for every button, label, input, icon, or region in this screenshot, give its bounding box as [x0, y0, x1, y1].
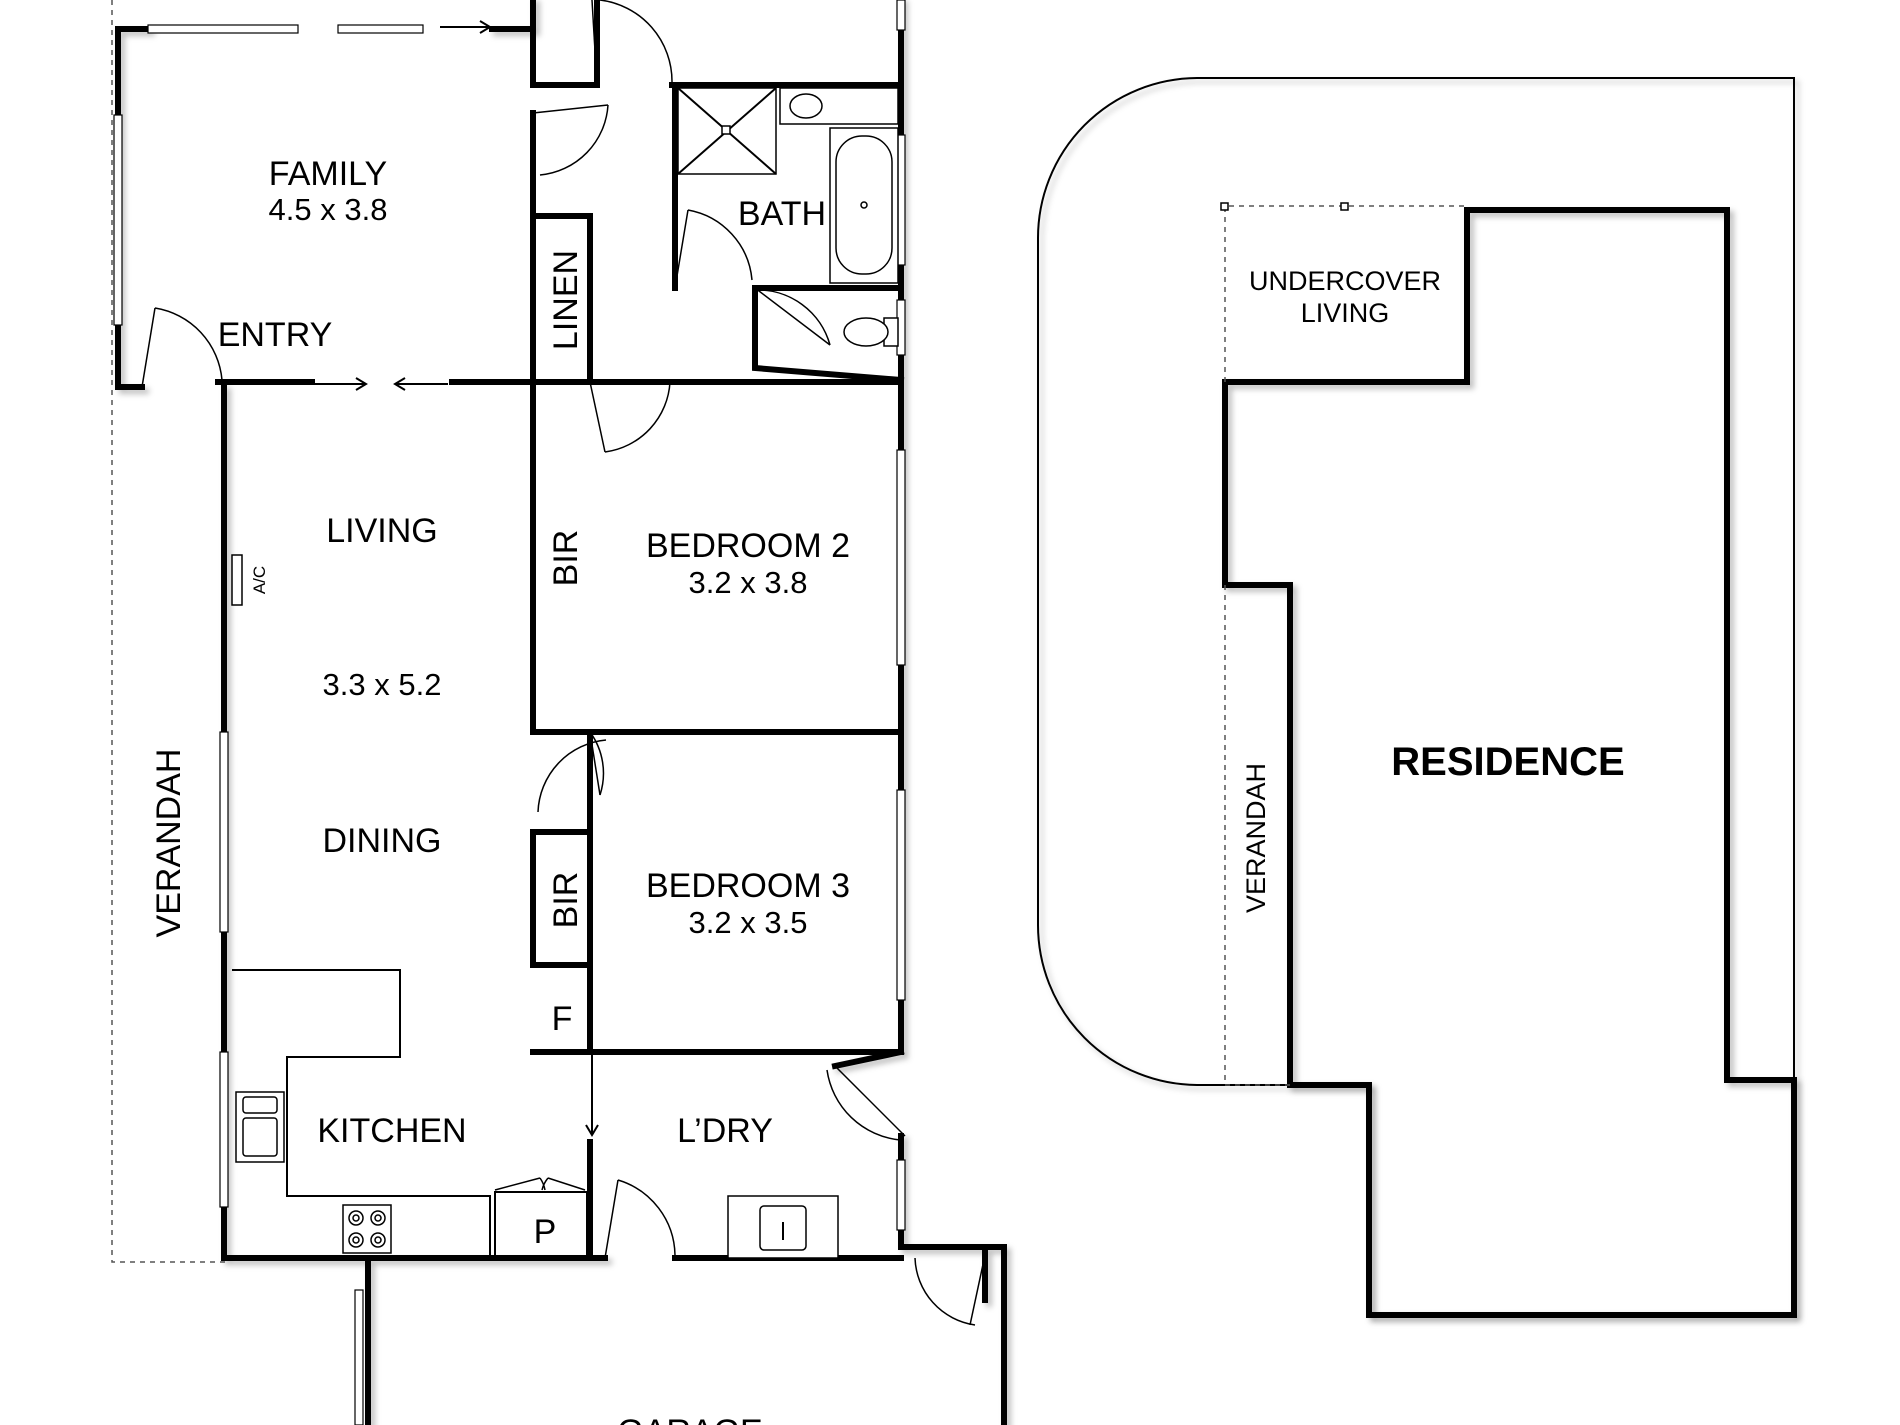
room-label-bir-bed2: BIR: [547, 530, 585, 587]
room-dims-bedroom3: 3.2 x 3.5: [689, 905, 808, 940]
room-label-pantry: P: [534, 1213, 557, 1251]
garage-side-door: [969, 1254, 986, 1326]
ldry-ext-door: [834, 1065, 906, 1137]
pantry-door-l: [494, 1177, 541, 1191]
ac-unit: [231, 554, 243, 606]
room-labels: FAMILY 4.5 x 3.8 ENTRY LINEN BATH LIVING…: [150, 155, 850, 1425]
house-plan: FAMILY 4.5 x 3.8 ENTRY LINEN BATH LIVING…: [111, 0, 1007, 1425]
site-verandah-outline: [1224, 585, 1290, 1086]
room-label-bedroom2: BEDROOM 2: [646, 527, 850, 565]
entry-door: [141, 307, 156, 388]
window-bed2-east: [896, 449, 906, 666]
room-dims-living: 3.3 x 5.2: [323, 667, 442, 702]
window-kitchen-west: [219, 1051, 229, 1208]
cooktop: [342, 1204, 392, 1254]
ldry-garage-door: [604, 1179, 619, 1259]
site-label-verandah: VERANDAH: [1241, 763, 1271, 913]
fixtures: [231, 87, 899, 1259]
room-label-bath: BATH: [738, 195, 826, 233]
window-family-west: [113, 114, 123, 326]
verandah-outline: [111, 0, 225, 1263]
room-label-bir-bed3: BIR: [547, 872, 585, 929]
site-label-undercover-1: UNDERCOVER: [1249, 266, 1441, 296]
pantry-door-r: [547, 1177, 586, 1191]
room-label-family: FAMILY: [269, 155, 387, 193]
site-label-undercover-2: LIVING: [1301, 298, 1390, 328]
garage-door-west: [354, 1289, 364, 1425]
hall-door-top: [591, 0, 598, 86]
window-family-north: [147, 24, 299, 34]
room-dims-family: 4.5 x 3.8: [269, 192, 388, 227]
kitchen-bench: [232, 969, 491, 1258]
room-label-verandah-west: VERANDAH: [150, 749, 188, 938]
room-label-linen: LINEN: [547, 250, 585, 350]
linen-door: [532, 104, 609, 114]
room-label-laundry: L’DRY: [677, 1112, 773, 1150]
room-label-garage: GARAGE: [617, 1413, 762, 1425]
pantry-cabinet: [494, 1191, 588, 1257]
bed2-door: [589, 381, 606, 453]
doors: [141, 0, 986, 1326]
windows: [113, 0, 906, 1425]
wc-door: [754, 287, 831, 346]
lot-boundary: [1037, 77, 1795, 1316]
room-label-ac: A/C: [250, 566, 269, 594]
bath-door: [674, 209, 689, 289]
toilet: [843, 317, 899, 347]
kitchen-sink: [235, 1091, 285, 1163]
window-ldry-east: [896, 1159, 906, 1231]
site-plan: UNDERCOVER LIVING VERANDAH RESIDENCE: [1037, 77, 1797, 1318]
room-label-entry: ENTRY: [218, 316, 333, 354]
window-family-north-2: [337, 24, 424, 34]
site-label-residence: RESIDENCE: [1391, 740, 1624, 784]
laundry-trough: [727, 1195, 839, 1259]
interior-walls: [215, 0, 905, 1261]
room-label-dining: DINING: [323, 822, 442, 860]
window-bed3-east: [896, 789, 906, 1001]
room-label-living: LIVING: [326, 512, 437, 550]
sliding-arrows: [312, 20, 599, 1137]
window-dining-west: [219, 731, 229, 933]
window-top-east: [896, 0, 906, 31]
room-label-fridge: F: [552, 1000, 573, 1038]
room-label-kitchen: KITCHEN: [317, 1112, 466, 1150]
room-label-bedroom3: BEDROOM 3: [646, 867, 850, 905]
room-dims-bedroom2: 3.2 x 3.8: [689, 565, 808, 600]
